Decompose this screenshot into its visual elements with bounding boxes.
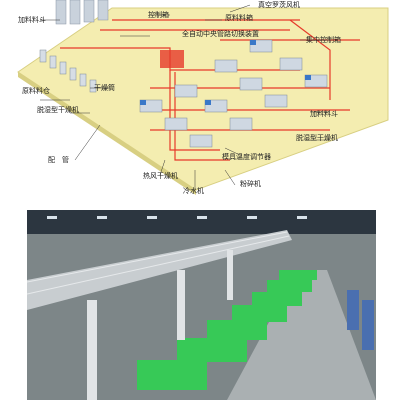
support-columns <box>87 250 233 400</box>
leader-lines <box>40 4 330 190</box>
factory-roof <box>27 210 376 234</box>
label-raw-material-bin: 原料料仓 <box>22 86 50 95</box>
label-dehumidifying-dryer-left: 脱湿型干燥机 <box>37 105 79 114</box>
label-crusher: 粉碎机 <box>240 179 261 188</box>
central-pipe-switch-unit <box>160 50 184 68</box>
label-central-pipe-switch: 全自动中央管路切换装置 <box>182 29 259 38</box>
label-hot-air-dryer: 热风干燥机 <box>143 171 178 180</box>
label-dehumidifying-dryer-right: 脱湿型干燥机 <box>296 133 338 142</box>
label-central-control-box: 集中控制箱 <box>306 35 341 44</box>
label-piping: 配 管 <box>48 155 69 164</box>
label-control-box: 控制箱 <box>148 10 169 19</box>
injection-molding-machines <box>137 270 317 390</box>
walkway-railing <box>27 231 290 295</box>
platform-side <box>18 72 196 195</box>
injection-machines <box>139 39 328 148</box>
label-mold-temp-controller: 模具温度调节器 <box>222 152 271 161</box>
factory-floor-photo <box>27 210 376 400</box>
label-raw-material-box: 原料料箱 <box>225 13 253 22</box>
label-dryer: 干燥筒 <box>94 83 115 92</box>
label-feed-hopper-left: 加料料斗 <box>18 15 46 24</box>
floor <box>227 270 376 400</box>
material-silos <box>55 0 109 25</box>
label-chiller: 冷水机 <box>183 186 204 195</box>
central-feeding-system-diagram: 加料料斗 控制箱 原料料箱 真空罗茨风机 全自动中央管路切换装置 集中控制箱 原… <box>17 0 389 195</box>
label-vacuum-blower: 真空罗茨风机 <box>258 0 300 9</box>
right-side-machines <box>347 290 374 350</box>
roof-lights <box>47 216 307 219</box>
label-feed-hopper-right: 加料料斗 <box>310 109 338 118</box>
dryer-row <box>39 49 97 93</box>
